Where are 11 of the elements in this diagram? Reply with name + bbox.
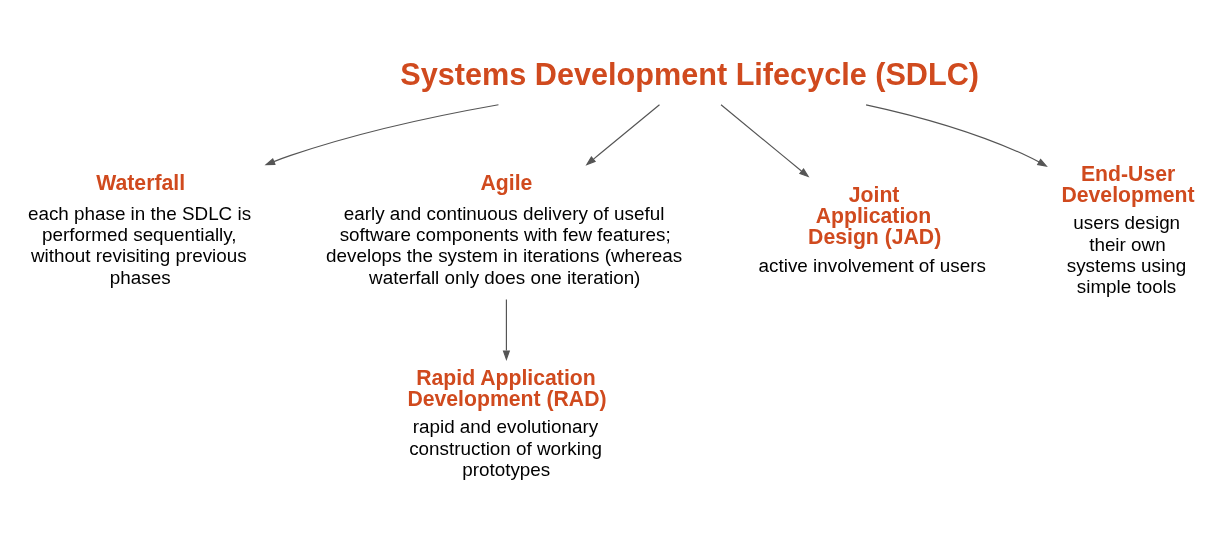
node-text: Agile early and continuous delivery of useful software components with few features; develops the system in iterations (whereas waterfall only does one iteration) — [326, 171, 683, 288]
arrow — [585, 104, 661, 166]
arrow — [502, 298, 511, 362]
node-text: Rapid Application Development (RAD) rapid and evolutionary construction of working prototypes — [407, 365, 607, 480]
node-text: End-User Development users design their own systems using simple tools — [1061, 161, 1195, 298]
node-text: Systems Development Lifecycle (SDLC) — [400, 57, 980, 92]
arrow — [720, 104, 810, 178]
arrow — [865, 104, 1048, 167]
node-text: Joint Application Design (JAD) active involvement of users — [758, 182, 986, 276]
node-text: Waterfall each phase in the SDLC is performed sequentially, without revisiting previous phases — [27, 171, 252, 288]
arrow — [264, 104, 500, 166]
